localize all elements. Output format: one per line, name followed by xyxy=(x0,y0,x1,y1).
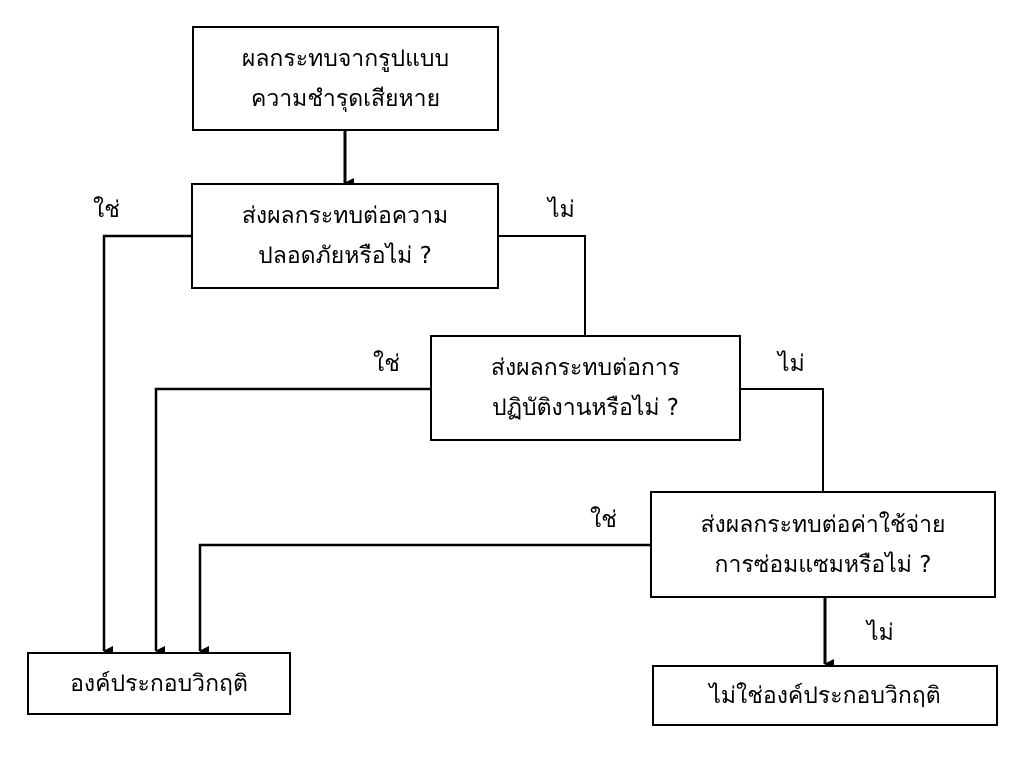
non-critical-component-node: ไม่ใช่องค์ประกอบวิกฤติ xyxy=(652,665,998,726)
operation-decision-node: ส่งผลกระทบต่อการ ปฏิบัติงานหรือไม่ ? xyxy=(430,335,741,441)
cost-yes-label: ใช่ xyxy=(590,507,617,533)
line-operation-no xyxy=(740,388,824,491)
operation-decision-line-2: ปฏิบัติงานหรือไม่ ? xyxy=(491,395,680,421)
cost-no-label: ไม่ xyxy=(867,620,894,646)
safety-decision-node: ส่งผลกระทบต่อความ ปลอดภัยหรือไม่ ? xyxy=(191,183,499,289)
line-safety-no xyxy=(498,235,586,335)
operation-no-label: ไม่ xyxy=(778,351,805,377)
cost-decision-line-2: การซ่อมแซมหรือไม่ ? xyxy=(714,551,932,578)
start-node: ผลกระทบจากรูปแบบ ความชำรุดเสียหาย xyxy=(192,26,499,131)
arrow-safety-yes xyxy=(102,234,192,656)
safety-no-label: ไม่ xyxy=(548,197,575,223)
safety-decision-line-1: ส่งผลกระทบต่อความ xyxy=(241,203,449,229)
cost-decision-line-1: ส่งผลกระทบต่อค่าใช้จ่าย xyxy=(700,511,946,538)
safety-decision-line-2: ปลอดภัยหรือไม่ ? xyxy=(258,243,432,269)
cost-decision-node: ส่งผลกระทบต่อค่าใช้จ่าย การซ่อมแซมหรือไม… xyxy=(650,491,996,598)
arrow-operation-yes xyxy=(154,387,431,656)
arrow-cost-yes xyxy=(198,543,651,656)
start-node-line-1: ผลกระทบจากรูปแบบ xyxy=(241,45,450,72)
start-node-line-2: ความชำรุดเสียหาย xyxy=(250,85,441,112)
operation-yes-label: ใช่ xyxy=(373,351,400,377)
critical-component-label: องค์ประกอบวิกฤติ xyxy=(70,670,248,697)
critical-component-node: องค์ประกอบวิกฤติ xyxy=(27,652,291,715)
operation-decision-line-1: ส่งผลกระทบต่อการ xyxy=(490,355,681,381)
safety-yes-label: ใช่ xyxy=(93,197,120,223)
non-critical-component-label: ไม่ใช่องค์ประกอบวิกฤติ xyxy=(709,682,941,709)
